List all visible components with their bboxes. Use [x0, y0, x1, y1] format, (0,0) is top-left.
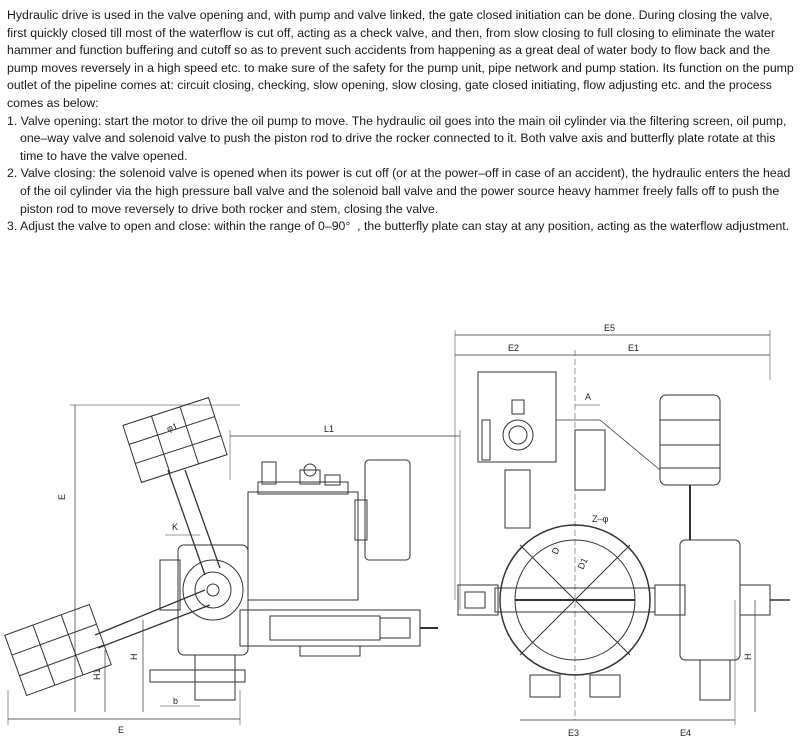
- dim-K: K: [172, 522, 178, 532]
- step-adjust-valve: 3. Adjust the valve to open and close: w…: [7, 219, 790, 234]
- dim-H-left: H: [129, 654, 139, 661]
- step-valve-closing: 2. Valve closing: the solenoid valve is …: [7, 166, 791, 216]
- dim-b: b: [173, 696, 178, 706]
- dim-E3: E3: [568, 728, 579, 738]
- side-view-drawing: [4, 396, 461, 725]
- front-view-drawing: [454, 330, 790, 725]
- dim-phi1: φ1: [166, 421, 179, 434]
- dim-L1: L1: [324, 424, 334, 434]
- dim-H1: H1: [92, 668, 102, 680]
- dim-D: D: [550, 545, 562, 556]
- dim-E-horizontal: E: [118, 725, 124, 735]
- dim-E-vertical: E: [57, 494, 67, 500]
- dim-Z-phi: Z–φ: [592, 514, 609, 524]
- dim-D1: D1: [576, 556, 590, 571]
- dim-A: A: [585, 392, 591, 402]
- description-text: Hydraulic drive is used in the valve ope…: [7, 7, 795, 236]
- step-valve-opening: 1. Valve opening: start the motor to dri…: [7, 113, 787, 163]
- dim-E1: E1: [628, 343, 639, 353]
- dim-E4: E4: [680, 728, 691, 738]
- dim-E2: E2: [508, 343, 519, 353]
- dim-H-right: H: [743, 654, 753, 661]
- dim-E5: E5: [604, 323, 615, 333]
- intro-paragraph: Hydraulic drive is used in the valve ope…: [7, 8, 794, 110]
